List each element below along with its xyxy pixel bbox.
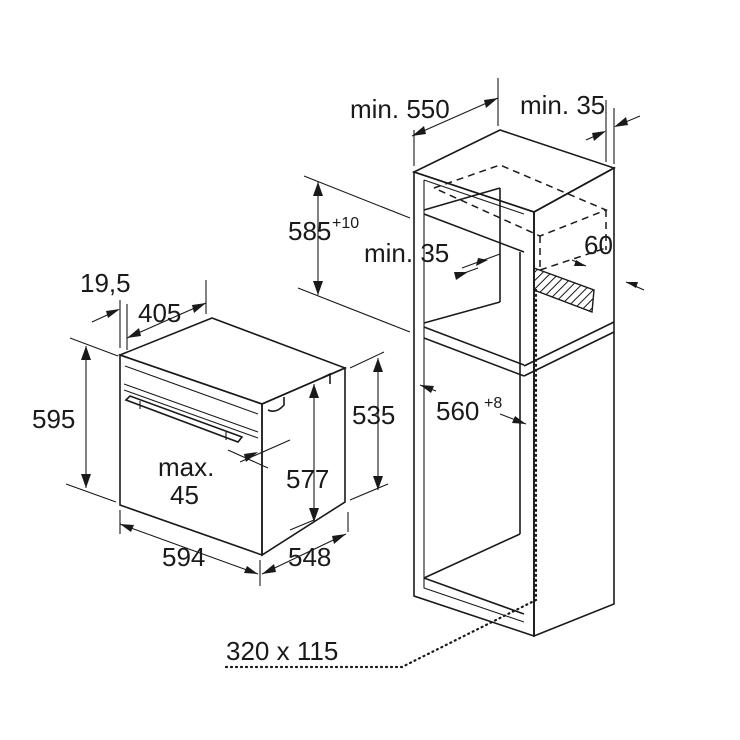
- label-560: 560: [436, 396, 479, 426]
- label-min-550: min. 550: [350, 94, 450, 124]
- label-577: 577: [286, 464, 329, 494]
- dimension-labels: min. 550 min. 35 585 +10 min. 35 60 19,5…: [32, 90, 613, 666]
- label-594: 594: [162, 542, 205, 572]
- oven-drawing: [117, 317, 348, 557]
- label-585: 585: [288, 216, 331, 246]
- label-60: 60: [584, 230, 613, 260]
- label-405: 405: [138, 298, 181, 328]
- label-45: 45: [170, 480, 199, 510]
- dimension-lines: [65, 78, 645, 586]
- label-min-35-mid: min. 35: [364, 238, 449, 268]
- label-595: 595: [32, 404, 75, 434]
- label-vent-size: 320 x 115: [226, 636, 338, 666]
- label-min-35-top: min. 35: [520, 90, 605, 120]
- label-548: 548: [288, 542, 331, 572]
- label-535: 535: [352, 400, 395, 430]
- cabinet-drawing: [224, 129, 616, 669]
- label-19-5: 19,5: [80, 268, 131, 298]
- label-560-tolerance: +8: [484, 395, 502, 412]
- label-max: max.: [158, 452, 214, 482]
- label-585-tolerance: +10: [332, 215, 359, 232]
